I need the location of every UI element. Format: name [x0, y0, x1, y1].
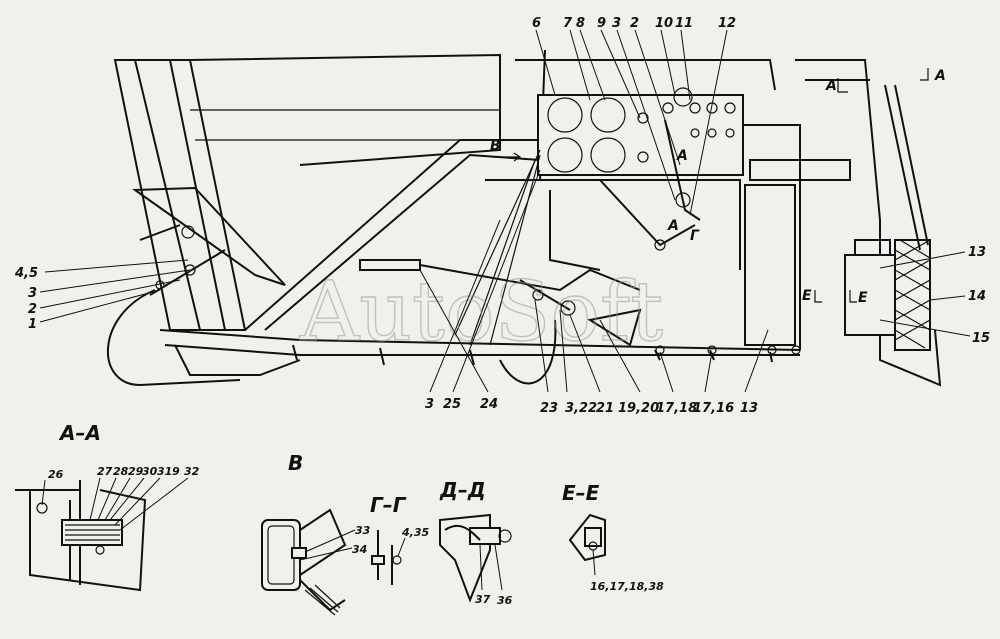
- section-b-33: 33: [355, 524, 371, 537]
- marker-b-arrow: В: [490, 138, 501, 154]
- callout-top-12: 12: [718, 16, 736, 31]
- section-gg-4-35: 4,35: [401, 526, 429, 539]
- section-aa-9: 9: [172, 465, 180, 478]
- callout-leaders: [39, 29, 971, 393]
- callout-right-14: 14: [968, 289, 986, 304]
- section-dd-36: 36: [497, 594, 513, 607]
- section-b: В 33 34: [261, 451, 371, 616]
- callout-bottom-3: 3: [425, 397, 434, 412]
- section-aa-32: 32: [184, 465, 200, 478]
- section-aa-30: 30: [142, 465, 158, 478]
- callout-top-9: 9: [597, 16, 606, 31]
- callout-left-2: 2: [28, 302, 37, 317]
- callout-left-3: 3: [28, 286, 37, 301]
- callout-top-7: 7: [563, 16, 573, 31]
- section-aa-title: А–А: [58, 421, 101, 445]
- section-dd-37: 37: [475, 593, 491, 606]
- callout-top-6: 6: [532, 16, 541, 31]
- section-aa-26: 26: [48, 468, 64, 481]
- callouts-bottom: 3 25 24 23 3,22 21 19,20 17,18 17,16 13: [425, 397, 758, 416]
- callout-bottom-13: 13: [740, 401, 758, 416]
- callouts-left: 4,5 3 2 1: [14, 266, 38, 332]
- callout-right-13: 13: [968, 245, 986, 260]
- section-aa-27: 27: [97, 465, 113, 478]
- callout-left-1: 1: [28, 317, 37, 332]
- section-ee-title: Е–Е: [562, 481, 600, 505]
- callout-top-10: 10: [655, 16, 673, 31]
- callout-top-11: 11: [675, 16, 693, 31]
- callout-bottom-19-20: 19,20: [618, 401, 659, 416]
- callout-bottom-24: 24: [480, 397, 498, 412]
- callouts-top: 6 7 8 9 3 2 10 11 12: [532, 16, 736, 31]
- callout-bottom-17-18: 17,18: [656, 401, 697, 416]
- callout-left-4-5: 4,5: [14, 266, 38, 281]
- section-ee: Е–Е 16,17,18,38: [562, 481, 664, 593]
- section-ee-16-17-18-38: 16,17,18,38: [590, 580, 664, 593]
- section-gg-title: Г–Г: [370, 493, 407, 517]
- callout-bottom-25: 25: [443, 397, 461, 412]
- section-aa-28: 28: [113, 465, 129, 478]
- callout-bottom-23: 23: [540, 401, 558, 416]
- section-aa: А–А 26 27 28 29 30 31 9 32: [15, 421, 200, 592]
- callout-bottom-3-22: 3,22: [565, 401, 597, 416]
- marker-a-panel: А: [676, 148, 688, 164]
- callout-top-8: 8: [576, 16, 585, 31]
- callout-right-15: 15: [972, 331, 990, 346]
- marker-a-mid: А: [667, 218, 679, 234]
- callout-top-2: 2: [630, 16, 639, 31]
- section-aa-31: 31: [157, 465, 172, 478]
- marker-a-left: А: [825, 78, 837, 94]
- section-aa-29: 29: [128, 465, 144, 478]
- watermark-text: AutoSoft: [299, 265, 663, 360]
- section-markers: А А Е Е В Г А А: [490, 68, 946, 306]
- callout-bottom-17-16: 17,16: [693, 401, 734, 416]
- marker-e-left: Е: [802, 288, 812, 304]
- section-dd: Д–Д 37 36: [439, 478, 513, 607]
- section-b-34: 34: [352, 543, 367, 556]
- callout-top-3: 3: [612, 16, 621, 31]
- marker-g: Г: [690, 228, 700, 244]
- cab-structure: [107, 49, 942, 387]
- section-gg: Г–Г 4,35: [370, 493, 429, 585]
- section-b-title: В: [288, 451, 303, 475]
- callout-bottom-21: 21: [596, 401, 614, 416]
- marker-e-right: Е: [858, 290, 868, 306]
- section-dd-title: Д–Д: [439, 478, 486, 502]
- marker-a-right: А: [934, 68, 946, 84]
- callouts-right: 13 14 15: [968, 245, 990, 346]
